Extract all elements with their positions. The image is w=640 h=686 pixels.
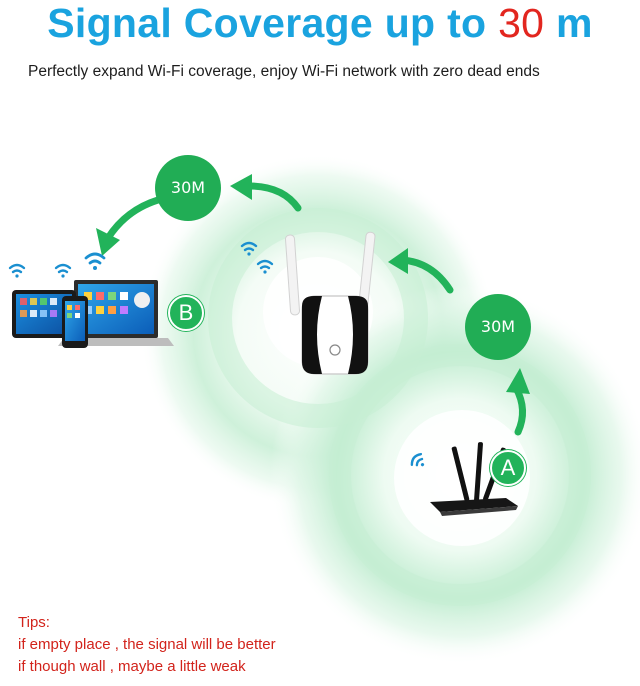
distance-badge-repeater-to-devices: 30M <box>155 155 221 221</box>
tips-heading: Tips: <box>18 614 50 631</box>
headline-text: Signal Coverage up to <box>47 0 499 46</box>
tips-line-2: if though wall , maybe a little weak <box>18 658 246 675</box>
subtitle: Perfectly expand Wi-Fi coverage, enjoy W… <box>28 63 540 80</box>
distance-badge-router-to-repeater: 30M <box>465 294 531 360</box>
arrow-heads <box>96 174 530 394</box>
headline: Signal Coverage up to 30 m <box>0 0 640 50</box>
point-label-a: A <box>490 450 526 486</box>
headline-unit: m <box>544 0 593 46</box>
coverage-ring-router <box>329 344 591 606</box>
tips-section: Tips: if empty place , the signal will b… <box>18 612 418 678</box>
wifi-icon <box>8 241 425 467</box>
coverage-ring-repeater <box>208 208 428 428</box>
tips-line-1: if empty place , the signal will be bett… <box>18 636 276 653</box>
point-label-b: B <box>168 295 204 331</box>
headline-number: 30 <box>498 0 545 46</box>
repeater-icon <box>284 231 376 375</box>
phone-icon <box>62 296 88 348</box>
